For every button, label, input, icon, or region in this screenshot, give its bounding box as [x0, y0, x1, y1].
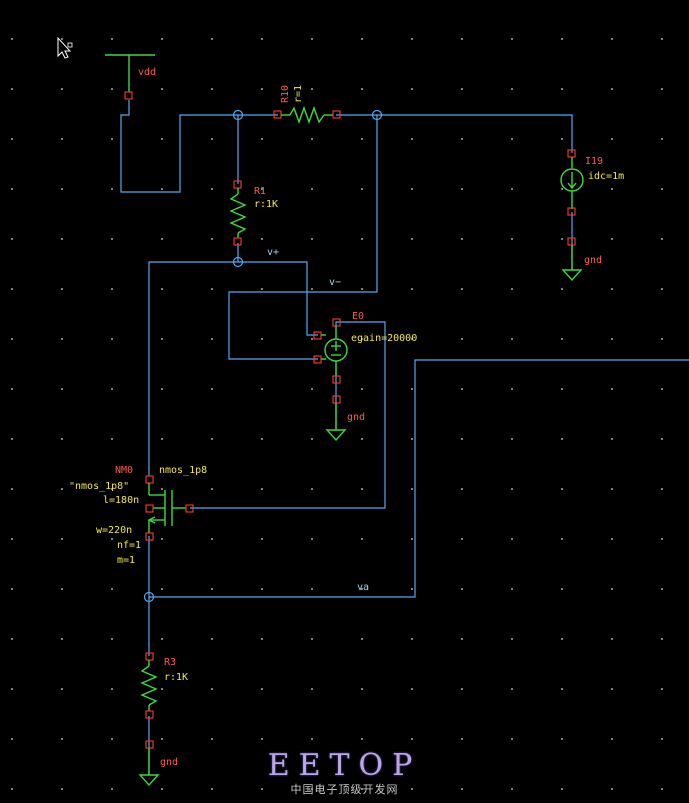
r3-name-label: R3	[164, 657, 176, 668]
junction-node	[232, 256, 244, 268]
watermark-subtitle: 中国电子顶级开发网	[290, 783, 399, 796]
e0-param-label: egain=20000	[351, 333, 417, 344]
r10-param-label: r=1	[293, 85, 304, 103]
current-source-i19[interactable]	[560, 149, 584, 246]
nm0-fingers-label: nf=1	[117, 540, 141, 551]
vcvs-e0[interactable]	[313, 318, 348, 404]
i19-param-label: idc=1m	[588, 171, 624, 182]
e0-name-label: E0	[352, 311, 364, 322]
vdd-symbol[interactable]	[105, 54, 155, 100]
r3-param-label: r:1K	[164, 672, 188, 683]
r10-name-label: R10	[280, 85, 291, 103]
mouse-pointer-icon	[57, 36, 73, 59]
resistor-r1[interactable]	[229, 180, 247, 246]
wire-vdd	[120, 100, 238, 193]
nm0-name-label: NM0	[115, 465, 133, 476]
ground-symbol	[325, 403, 347, 442]
watermark-title: EETOP	[267, 748, 422, 783]
i19-name-label: I19	[585, 156, 603, 167]
wire-e0-out	[190, 321, 386, 509]
vplus-net-label: v+	[267, 247, 279, 258]
nm0-width-label: w=220n	[96, 525, 132, 536]
wires	[120, 100, 689, 775]
junction-node	[232, 109, 244, 121]
gnd-label: gnd	[584, 255, 602, 266]
wire-va	[148, 359, 689, 598]
wire-vplus	[148, 261, 318, 476]
watermark: EETOP 中国电子顶级开发网	[0, 748, 689, 797]
ground-symbol	[561, 245, 583, 282]
resistor-r10[interactable]	[273, 105, 341, 125]
r1-param-label: r:1K	[254, 199, 278, 210]
vminus-net-label: v−	[329, 277, 341, 288]
wire-vminus	[228, 115, 378, 360]
transistor-nm0[interactable]	[145, 475, 194, 541]
va-net-label: va	[357, 582, 369, 593]
junction-node	[371, 109, 383, 121]
nm0-multiplier-label: m=1	[117, 555, 135, 566]
gnd-label: gnd	[160, 757, 178, 768]
ground-symbol	[138, 748, 160, 787]
nm0-cell-label: nmos_1p8	[159, 465, 207, 476]
nm0-length-label: l=180n	[103, 495, 139, 506]
wire-top-right	[377, 114, 573, 153]
r1-name-label: R1	[254, 186, 266, 197]
vdd-label: vdd	[138, 67, 156, 78]
junction-nodes	[143, 109, 383, 603]
nm0-model-label: "nmos_1p8"	[69, 481, 129, 492]
junction-node	[143, 591, 155, 603]
gnd-label: gnd	[347, 412, 365, 423]
